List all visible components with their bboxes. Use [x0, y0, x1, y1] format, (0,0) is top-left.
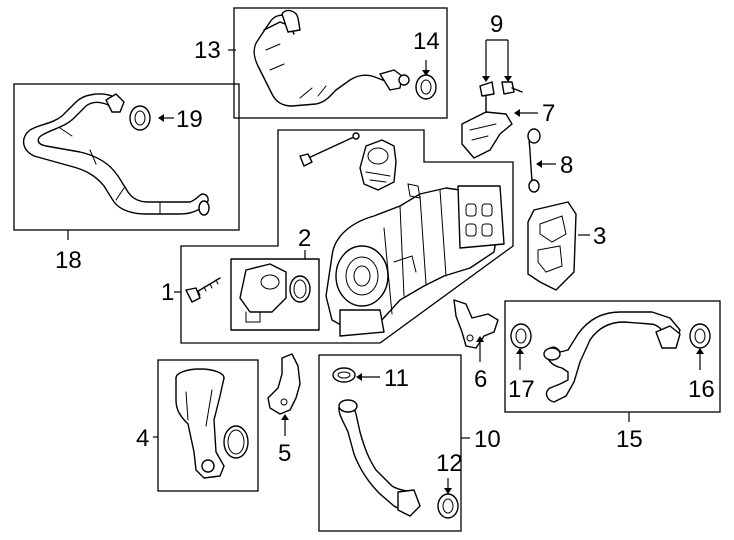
frame-oil-feed-line-13	[233, 7, 448, 119]
callout-2: 2	[298, 225, 311, 252]
callout-19: 19	[176, 106, 203, 133]
frame-oil-return-line-10	[318, 354, 462, 532]
callout-18: 18	[55, 247, 82, 274]
callout-15: 15	[616, 426, 643, 453]
oil-feed-line	[253, 9, 410, 107]
seal-ring-14	[415, 74, 437, 100]
frame-inlet-duct-4	[157, 359, 259, 492]
callout-4: 4	[136, 425, 149, 452]
frame-turbocharger-1	[180, 129, 514, 344]
callout-13: 13	[194, 37, 221, 64]
callout-12: 12	[436, 450, 463, 477]
bolt-part-1	[185, 277, 221, 303]
callout-8: 8	[560, 152, 573, 179]
callout-17: 17	[508, 376, 535, 403]
turbocharger-body	[325, 183, 505, 337]
oil-tube-8	[527, 128, 541, 193]
support-bracket-6	[453, 299, 499, 349]
inlet-duct-4	[175, 368, 249, 479]
callout-6: 6	[474, 366, 487, 393]
wastegate-actuator	[359, 139, 397, 191]
callout-14: 14	[413, 28, 440, 55]
callout-7: 7	[542, 100, 555, 127]
stud-and-actuator-rod	[299, 132, 360, 167]
frame-coolant-hose-18	[13, 83, 240, 231]
coolant-line-15	[510, 311, 711, 403]
gasket-3	[527, 201, 577, 291]
frame-coolant-line-15	[504, 300, 721, 413]
callout-3: 3	[593, 223, 606, 250]
callout-10: 10	[474, 426, 501, 453]
seal-ring-16	[689, 323, 711, 349]
coolant-hose	[23, 93, 210, 216]
oil-return-line-10	[332, 367, 459, 519]
callout-11: 11	[384, 365, 409, 392]
seal-ring-12	[437, 493, 459, 519]
callout-16: 16	[688, 376, 715, 403]
seal-ring-11	[332, 367, 356, 383]
callout-9: 9	[490, 11, 503, 38]
callout-5: 5	[278, 440, 291, 467]
heat-shield-bracket-7	[461, 111, 513, 159]
seal-ring-17	[510, 323, 532, 349]
bolts-9	[479, 81, 523, 113]
leader-lines	[67, 39, 704, 494]
fitting-5	[267, 353, 301, 415]
electric-actuator-2	[230, 258, 320, 331]
seal-ring-19	[129, 105, 151, 131]
callout-1: 1	[161, 279, 174, 306]
